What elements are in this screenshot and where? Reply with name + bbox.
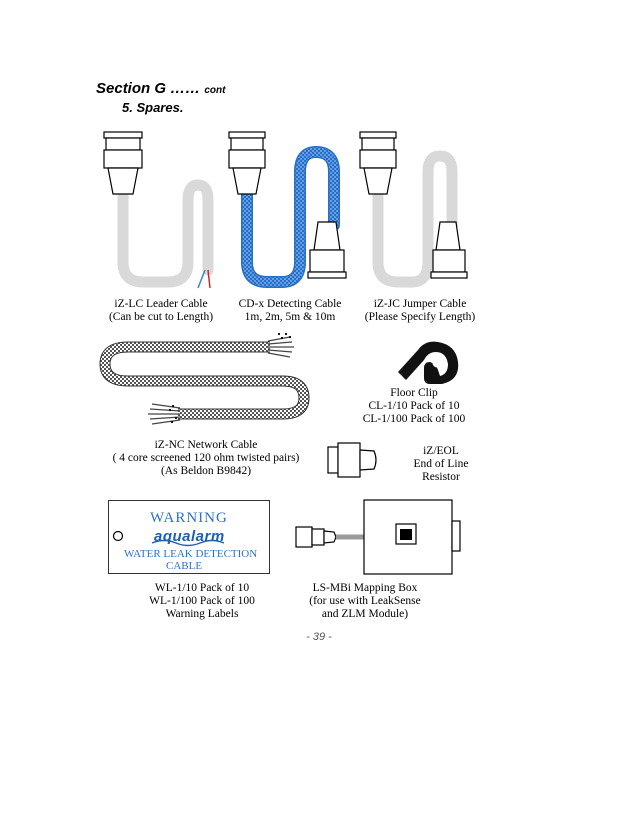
water-wave-icon — [151, 539, 225, 547]
warning-line-1: WATER LEAK DETECTION — [124, 548, 258, 560]
caption-warning-labels: WL-1/10 Pack of 10 WL-1/100 Pack of 100 … — [149, 582, 255, 620]
network-cable-wires-top — [267, 336, 294, 358]
section-cont: cont — [204, 85, 226, 96]
caption-floor-clip: Floor Clip CL-1/10 Pack of 10 CL-1/100 P… — [362, 387, 466, 425]
jumper-top-connector — [359, 131, 397, 195]
aqualarm-logo: aqualarm — [154, 528, 225, 545]
network-cable-wires-bottom — [148, 403, 181, 425]
floor-clip-graphic — [398, 341, 459, 384]
warning-title: WARNING — [150, 510, 228, 526]
caption-detecting-cable: CD-x Detecting Cable 1m, 2m, 5m & 10m — [238, 298, 342, 323]
caption-network-cable: iZ-NC Network Cable ( 4 core screened 12… — [112, 439, 300, 477]
jumper-bottom-connector — [430, 221, 468, 279]
jumper-cable-graphic — [359, 131, 468, 288]
leader-connector — [103, 131, 143, 195]
network-cable-graphic — [99, 332, 310, 425]
warning-label-card — [108, 500, 270, 574]
detecting-top-connector — [228, 131, 266, 195]
caption-jumper-cable: iZ-JC Jumper Cable (Please Specify Lengt… — [364, 298, 476, 323]
page-number: - 39 - — [306, 631, 332, 643]
detecting-cable-graphic — [228, 131, 347, 288]
caption-eol-resistor: iZ/EOL End of Line Resistor — [413, 445, 469, 483]
section-title: Section G …… — [96, 80, 201, 97]
caption-leader-cable: iZ-LC Leader Cable (Can be cut to Length… — [108, 298, 214, 323]
leader-cable-graphic — [103, 131, 214, 289]
section-heading: Section G …… cont — [96, 80, 225, 97]
detecting-bottom-connector — [307, 221, 347, 279]
subsection-title: 5. Spares. — [122, 100, 184, 115]
warning-line-2: CABLE — [166, 560, 203, 572]
eol-resistor-graphic — [327, 442, 377, 478]
hanging-hole-icon — [112, 530, 124, 542]
network-cable-ends-top — [277, 332, 292, 340]
network-cable-ends-bottom — [168, 404, 178, 424]
mapping-box-graphic — [295, 499, 461, 575]
caption-mapping-box: LS-MBi Mapping Box (for use with LeakSen… — [309, 582, 421, 620]
